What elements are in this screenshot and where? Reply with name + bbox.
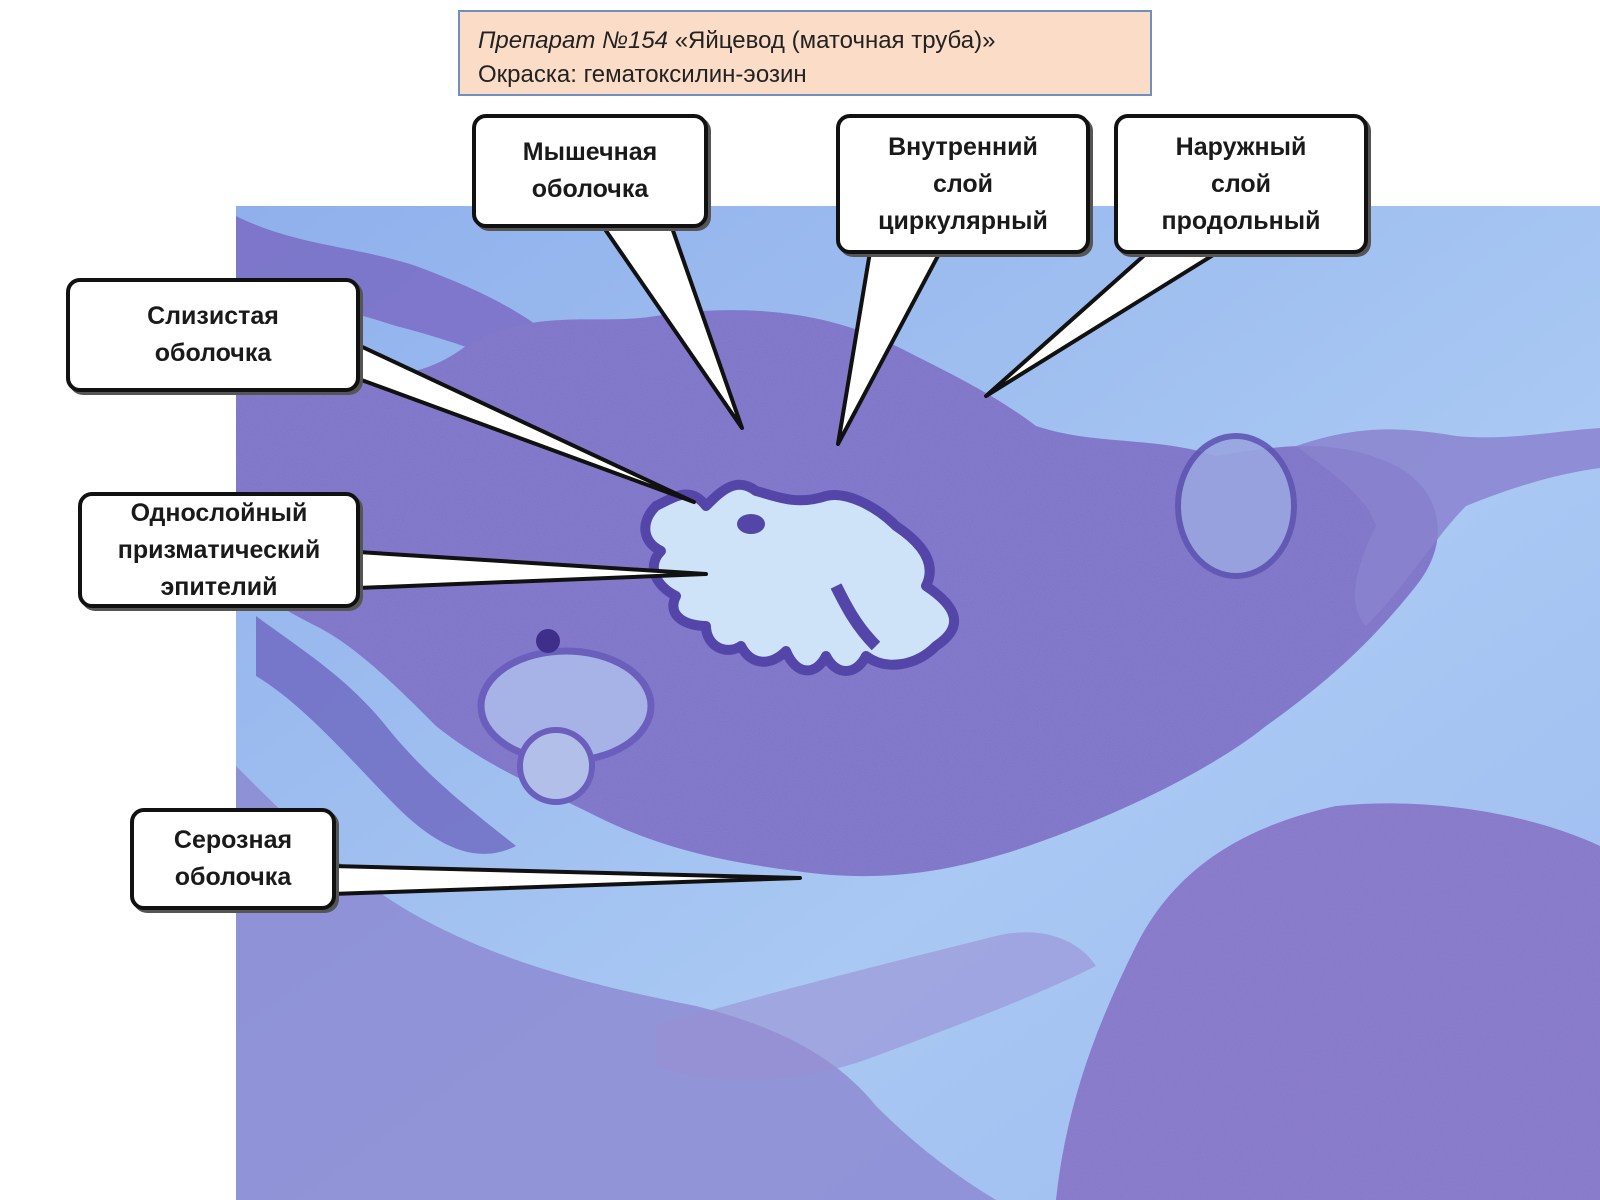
micrograph-svg — [236, 206, 1600, 1200]
callout-muscular: Мышечная оболочка — [472, 114, 708, 228]
lower-right-texture — [1056, 803, 1600, 1200]
left-folds — [256, 616, 516, 854]
mucosal-fold-island — [737, 514, 765, 534]
preparation-label: Препарат №154 — [478, 27, 669, 54]
stain-label: Окраска: гематоксилин-эозин — [478, 61, 807, 88]
mucosal-fold — [830, 583, 881, 651]
lumen — [640, 479, 960, 676]
dark-spot — [536, 629, 560, 653]
callout-serosa: Серозная оболочка — [130, 808, 336, 910]
micrograph-image — [236, 206, 1600, 1200]
tissue-right-fold — [1296, 428, 1600, 626]
callout-epithelium: Однослойный призматический эпителий — [78, 492, 360, 608]
preparation-name: «Яйцевод (маточная труба)» — [674, 27, 996, 54]
caption-title-line: Препарат №154 «Яйцевод (маточная труба)» — [478, 24, 1132, 58]
vessel-left-small — [517, 727, 595, 805]
callout-mucosa: Слизистая оболочка — [66, 278, 360, 392]
callout-inner-circular: Внутренний слой циркулярный — [836, 114, 1090, 254]
lower-left-tissue — [236, 766, 996, 1200]
callout-outer-longitudinal: Наружный слой продольный — [1114, 114, 1368, 254]
vessel-right — [1175, 433, 1297, 579]
caption-box: Препарат №154 «Яйцевод (маточная труба)»… — [458, 10, 1152, 96]
serosa-band — [656, 932, 1096, 1080]
